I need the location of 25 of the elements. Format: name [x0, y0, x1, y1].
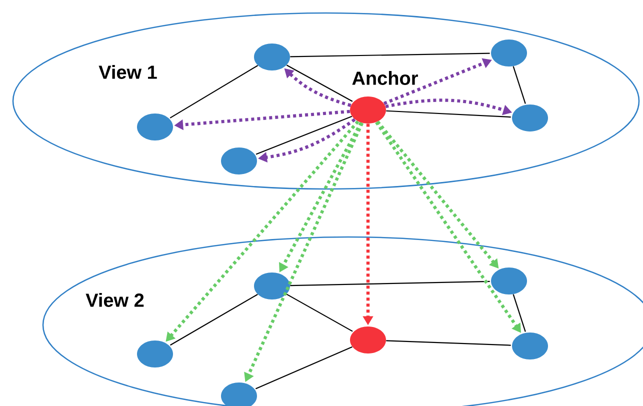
- graph-node: [512, 104, 548, 132]
- graph-node: [254, 44, 290, 70]
- edge-line: [290, 280, 490, 286]
- edge-line: [170, 294, 258, 346]
- edge-line: [386, 110, 511, 118]
- edge-line: [512, 294, 526, 332]
- graph-node: [491, 267, 527, 294]
- graph-node: [221, 148, 257, 174]
- edge-line: [290, 52, 490, 58]
- edge-line: [255, 346, 352, 390]
- node-caption: Anchor: [352, 71, 418, 85]
- graph-node: [254, 272, 290, 300]
- graph-node: [491, 40, 527, 66]
- edge-line: [256, 116, 352, 155]
- graph-node: [512, 332, 548, 360]
- edge-line: [512, 66, 526, 104]
- edge-line: [286, 294, 353, 332]
- edge-line: [170, 65, 258, 118]
- edge-line: [286, 64, 353, 102]
- graph-node: [137, 340, 173, 368]
- graph-node: [350, 326, 386, 354]
- graph-node: [137, 114, 173, 140]
- edge-line: [386, 340, 511, 346]
- graph-node: [350, 96, 386, 124]
- graph-node: [221, 382, 257, 406]
